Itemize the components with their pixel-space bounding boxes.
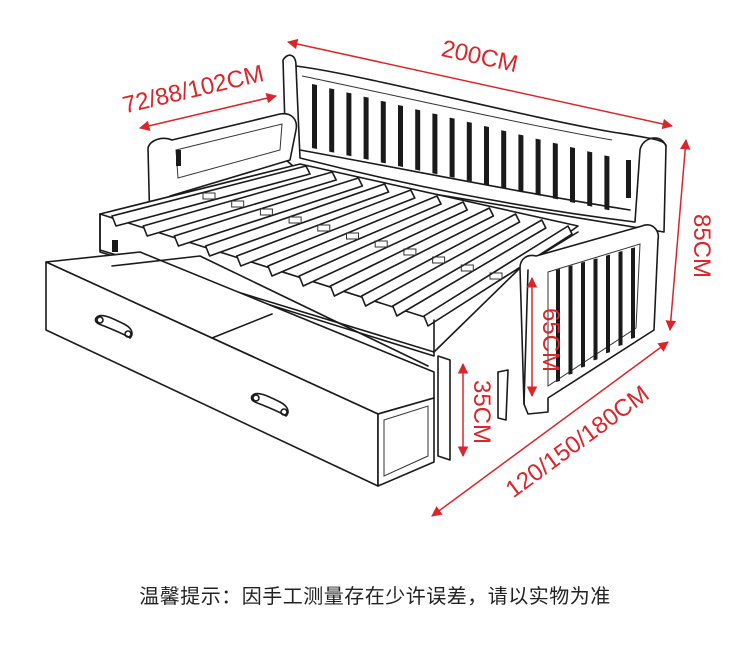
trundle-drawer: [45, 251, 435, 487]
slat-frame: [99, 163, 579, 357]
backrest-slat: [552, 142, 558, 200]
bed-slat: [423, 225, 573, 327]
width-dimension-line: [431, 341, 669, 517]
backrest-slat: [535, 138, 541, 196]
bed-slat: [298, 201, 468, 287]
backrest-slat: [466, 121, 472, 182]
drawer-handle-right: [250, 392, 289, 417]
backrest-slat: [432, 113, 438, 175]
backrest-slat: [449, 117, 455, 178]
slat-clip: [432, 256, 446, 264]
backrest-slat: [346, 92, 352, 157]
back-height-dimension-line: [665, 138, 691, 332]
backrest-slat: [484, 126, 489, 185]
bed-slat: [360, 213, 521, 307]
slat-clip: [288, 216, 302, 224]
armrest-slat: [568, 265, 573, 375]
backrest-slat: [501, 130, 507, 189]
back-height-label: 85CM: [688, 214, 715, 278]
arm-height-label: 65CM: [537, 308, 564, 372]
armrest-slat: [618, 251, 623, 346]
slat-clip: [489, 272, 503, 280]
slat-clip: [346, 232, 359, 240]
backrest-slat: [329, 88, 335, 153]
slat-clip: [231, 200, 245, 208]
backrest-slat: [518, 134, 524, 193]
bed-slat: [329, 207, 495, 297]
backrest-slat: [415, 109, 421, 171]
bed-slat: [204, 183, 390, 257]
slat-clip: [202, 192, 216, 200]
depth-label: 72/88/102CM: [120, 60, 266, 119]
backrest-slat: [570, 147, 575, 203]
backrest-slat: [380, 100, 386, 164]
slat-clip: [317, 224, 331, 232]
bed-slat: [142, 171, 337, 237]
slat-clip: [460, 264, 474, 272]
armrest-slat: [631, 247, 635, 339]
bed-slat: [173, 177, 364, 247]
length-dimension-line: [286, 38, 674, 130]
backrest-slat: [398, 105, 403, 167]
bed-slat: [111, 165, 311, 227]
bed-slat: [236, 189, 416, 267]
slat-clip: [259, 208, 273, 216]
drawer-handle-left: [94, 314, 133, 339]
armrest-slat: [581, 261, 585, 368]
armrest-slat: [593, 258, 598, 361]
armrest-slat: [606, 254, 610, 354]
backrest-slat: [587, 151, 593, 207]
backrest-slat: [604, 155, 610, 211]
bed-slats: [111, 165, 573, 327]
backrest-slat: [363, 96, 369, 160]
slat-clip: [374, 240, 388, 248]
backrest-slat: [312, 84, 317, 149]
bed-slat: [267, 195, 442, 277]
measurement-disclaimer: 温馨提示：因手工测量存在少许误差，请以实物为准: [139, 584, 611, 608]
left-armrest: [147, 112, 298, 233]
length-label: 200CM: [439, 35, 520, 78]
drawer-height-label: 35CM: [468, 380, 495, 444]
depth-dimension-line: [138, 93, 278, 131]
bed-slat: [392, 219, 547, 317]
slat-clip: [403, 248, 417, 256]
